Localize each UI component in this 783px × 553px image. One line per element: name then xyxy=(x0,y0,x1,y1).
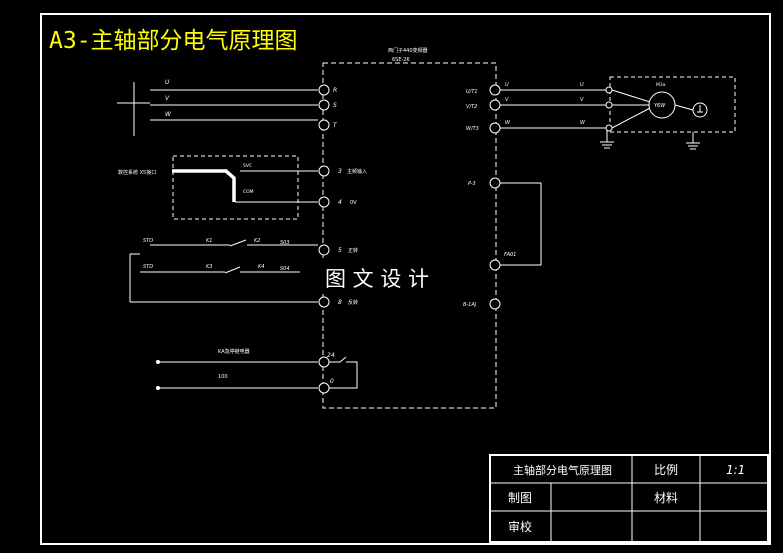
terminal-desc-5: 正转 xyxy=(348,247,358,254)
motor-term-u xyxy=(605,86,613,94)
terminal-8 xyxy=(318,296,330,308)
terminal-3 xyxy=(318,165,330,177)
terminal-5 xyxy=(318,244,330,256)
ctrl-label-std: STD xyxy=(143,264,153,270)
terminal-desc-4: 0V xyxy=(350,200,357,206)
terminal-label-vt2: V/T2 xyxy=(466,104,477,110)
relay-node-2 xyxy=(156,386,160,390)
relay-contact-loop xyxy=(329,356,358,389)
terminal-4 xyxy=(318,196,330,208)
terminal-desc-8: 反转 xyxy=(348,299,358,306)
ground-symbol-2 xyxy=(686,142,700,150)
reference-input-box xyxy=(172,155,299,220)
terminal-r xyxy=(318,84,330,96)
terminal-label-t: T xyxy=(333,122,338,129)
terminal-v xyxy=(489,99,501,111)
out-label-w1: W xyxy=(505,120,511,126)
motor-term-v xyxy=(605,101,613,109)
inverter-box xyxy=(322,62,497,409)
relay-label-line: 100 xyxy=(218,374,228,380)
shielded-cable xyxy=(172,169,236,202)
terminal-label-fa01: FA01 xyxy=(504,252,516,258)
terminal-w xyxy=(489,122,501,134)
ctrl-label-sto: STO xyxy=(143,238,153,244)
ctrl-label-s04: S04 xyxy=(280,266,290,272)
motor-label: M3a xyxy=(656,82,666,88)
out-label-v2: V xyxy=(580,97,584,103)
terminal-label-wt3: W/T3 xyxy=(466,126,479,132)
relay-label-ka: KA急停继电器 xyxy=(218,348,250,355)
ctrl-label-k1: K1 xyxy=(206,238,212,244)
reference-sig-label: SVC xyxy=(243,163,252,169)
terminal-p3 xyxy=(489,177,501,189)
ctrl-label-k3: K3 xyxy=(206,264,212,270)
terminal-fa01 xyxy=(489,259,501,271)
terminal-u xyxy=(489,84,501,96)
supply-label-v: V xyxy=(165,95,170,102)
reference-source-label: 数控系统 X5接口 xyxy=(118,169,156,176)
reference-com-label: COM xyxy=(243,189,254,195)
supply-label-u: U xyxy=(165,79,170,86)
terminal-s xyxy=(318,99,330,111)
watermark-bg xyxy=(318,258,468,292)
terminal-label-ut1: U/T1 xyxy=(466,89,478,95)
out-label-w2: W xyxy=(580,120,586,126)
terminal-label-s: S xyxy=(333,102,337,109)
terminal-label-0: 0 xyxy=(330,378,334,385)
watermark-text: 图 文 设 计 xyxy=(325,267,429,291)
terminal-label-b1aj: B-1AJ xyxy=(463,302,477,308)
ctrl-label-k4: K4 xyxy=(258,264,264,270)
title-block-drawn-label: 制图 xyxy=(508,491,532,505)
terminal-label-24: 24 xyxy=(327,352,335,359)
relay-output-loop xyxy=(500,182,542,266)
ctrl-label-k2: K2 xyxy=(254,238,260,244)
title-block-check-label: 审校 xyxy=(508,519,532,534)
motor-term-w xyxy=(605,124,613,132)
left-terminals xyxy=(318,84,330,394)
terminal-label-3: 3 xyxy=(338,168,342,175)
title-block xyxy=(489,454,769,543)
drawing-title: A3-主轴部分电气原理图 xyxy=(49,28,298,54)
contact-k3 xyxy=(224,266,241,274)
motor-code: Y6W xyxy=(654,103,666,109)
terminal-0 xyxy=(318,382,330,394)
out-label-u2: U xyxy=(580,82,584,88)
terminal-label-p3: P-3 xyxy=(468,181,476,187)
inverter-model: 西门子440变频器 xyxy=(388,47,428,54)
encoder-ground-mark xyxy=(697,105,703,113)
title-block-material-label: 材料 xyxy=(654,491,678,505)
title-block-outer xyxy=(489,454,769,543)
motor-encoder-link xyxy=(674,104,694,111)
title-block-drawing-name: 主轴部分电气原理图 xyxy=(513,463,612,477)
title-block-scale-value: 1:1 xyxy=(726,463,745,477)
ground-symbol-1 xyxy=(600,141,614,149)
ctrl-label-s03: S03 xyxy=(280,240,290,246)
relay-node-1 xyxy=(156,360,160,364)
terminal-label-8: 8 xyxy=(338,299,342,306)
terminal-label-r: R xyxy=(333,87,337,94)
terminal-b1aj xyxy=(489,298,501,310)
terminal-label-5: 5 xyxy=(338,247,342,254)
inverter-code: 6SE-26 xyxy=(392,57,410,63)
supply-label-w: W xyxy=(165,111,172,118)
title-block-scale-label: 比例 xyxy=(654,463,678,477)
right-terminals xyxy=(489,84,501,310)
contact-k1 xyxy=(229,239,247,247)
terminal-t xyxy=(318,119,330,131)
out-label-v1: V xyxy=(505,97,509,103)
out-label-u1: U xyxy=(505,82,509,88)
terminal-label-4: 4 xyxy=(338,199,342,206)
motor-leads xyxy=(611,89,651,129)
terminal-desc-3: 主频输入 xyxy=(347,168,367,175)
drawing-frame xyxy=(40,13,771,545)
